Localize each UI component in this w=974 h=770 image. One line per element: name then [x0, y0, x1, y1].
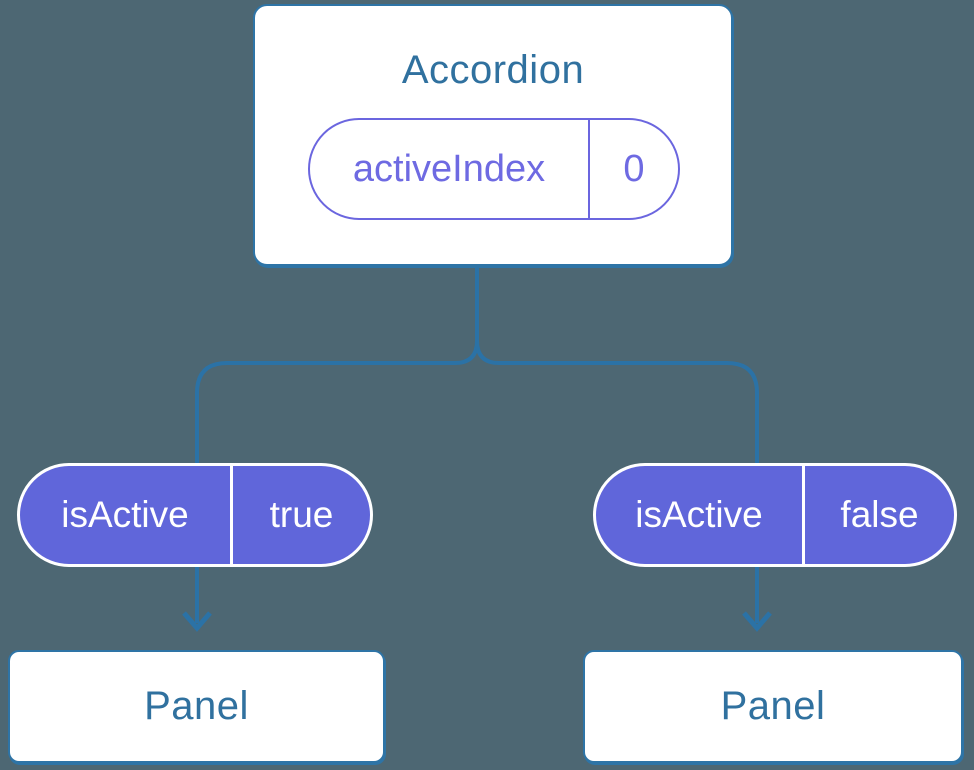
panel-node-label: Panel — [144, 684, 249, 728]
arrowhead-down-left-icon — [182, 611, 212, 632]
state-pill-activeindex: activeIndex 0 — [308, 118, 680, 220]
state-name-label: activeIndex — [352, 147, 546, 190]
prop-value-label: true — [230, 466, 370, 564]
arrowhead-down-right-icon — [742, 611, 772, 632]
panel-node-left: Panel — [8, 650, 385, 763]
prop-value-label: false — [802, 466, 954, 564]
connector-left-branch — [195, 264, 479, 623]
connector-right-branch — [475, 264, 759, 623]
accordion-node: Accordion activeIndex 0 — [253, 4, 733, 266]
panel-node-label: Panel — [720, 684, 826, 728]
accordion-node-title: Accordion — [401, 48, 585, 92]
prop-name-label: isActive — [61, 494, 189, 535]
state-value-label: 0 — [588, 120, 678, 218]
prop-name-label: isActive — [635, 494, 763, 535]
prop-pill-isactive-true: isActive true — [17, 463, 373, 567]
panel-node-right: Panel — [583, 650, 963, 763]
prop-pill-isactive-false: isActive false — [593, 463, 957, 567]
